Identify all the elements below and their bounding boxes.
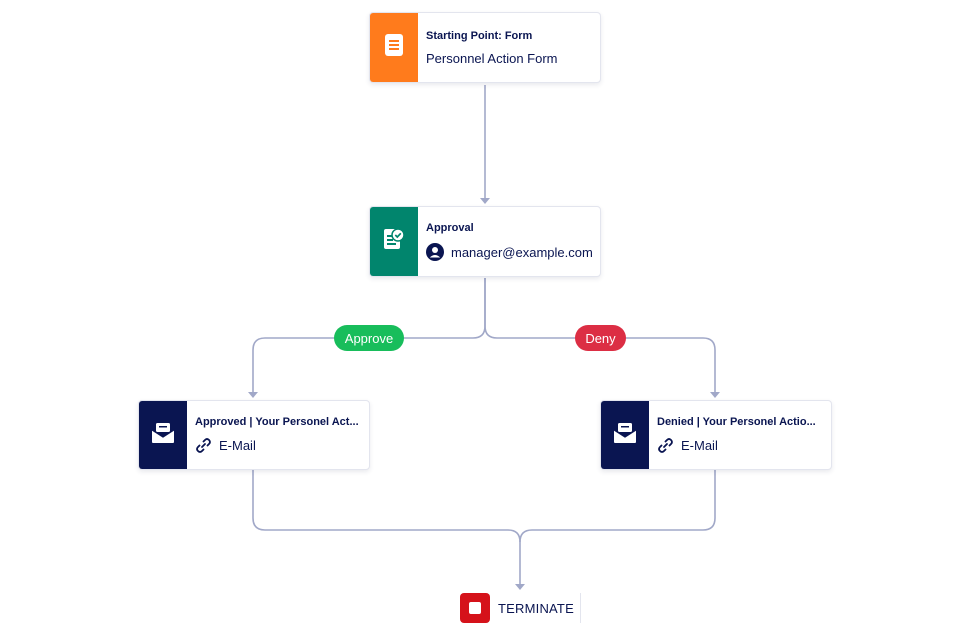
envelope-icon-tile [139, 401, 187, 469]
approval-icon-tile [370, 207, 418, 276]
connector-denied-terminate [519, 470, 716, 543]
approved-email-channel-label: E-Mail [219, 438, 256, 453]
approve-branch-badge: Approve [334, 325, 404, 351]
deny-branch-badge: Deny [575, 325, 626, 351]
denied-email-node[interactable]: Denied | Your Personel Actio... E-Mail [600, 400, 832, 470]
arrowhead-approved [248, 392, 258, 398]
envelope-icon-tile [601, 401, 649, 469]
deny-branch-label: Deny [585, 330, 616, 346]
terminate-node[interactable]: TERMINATE [460, 593, 581, 623]
start-node-title: Starting Point: Form [426, 29, 533, 42]
start-node[interactable]: Starting Point: Form Personnel Action Fo… [369, 12, 601, 83]
approve-branch-label: Approve [344, 330, 394, 346]
form-icon [384, 33, 404, 62]
link-icon [195, 437, 212, 454]
start-node-form-name: Personnel Action Form [426, 50, 558, 66]
approved-email-node[interactable]: Approved | Your Personel Act... E-Mail [138, 400, 370, 470]
denied-email-channel-label: E-Mail [681, 438, 718, 453]
arrowhead-denied [710, 392, 720, 398]
arrowhead-terminate [515, 584, 525, 590]
connector-approved-terminate [252, 470, 521, 584]
terminate-label: TERMINATE [498, 600, 574, 616]
approval-node[interactable]: Approval manager@example.com [369, 206, 601, 277]
denied-email-channel: E-Mail [657, 437, 823, 454]
envelope-icon [151, 422, 175, 449]
approval-icon [383, 227, 405, 256]
approved-email-channel: E-Mail [195, 437, 361, 454]
approved-email-title: Approved | Your Personel Act... [195, 416, 359, 428]
user-icon [426, 243, 444, 261]
arrowhead-approval [480, 198, 490, 204]
form-icon-tile [370, 13, 418, 82]
approval-node-title: Approval [426, 222, 474, 234]
stop-icon [460, 593, 490, 623]
approval-assignee-email: manager@example.com [451, 244, 593, 260]
approval-assignee: manager@example.com [426, 243, 593, 261]
envelope-icon [613, 422, 637, 449]
denied-email-title: Denied | Your Personel Actio... [657, 416, 816, 428]
link-icon [657, 437, 674, 454]
